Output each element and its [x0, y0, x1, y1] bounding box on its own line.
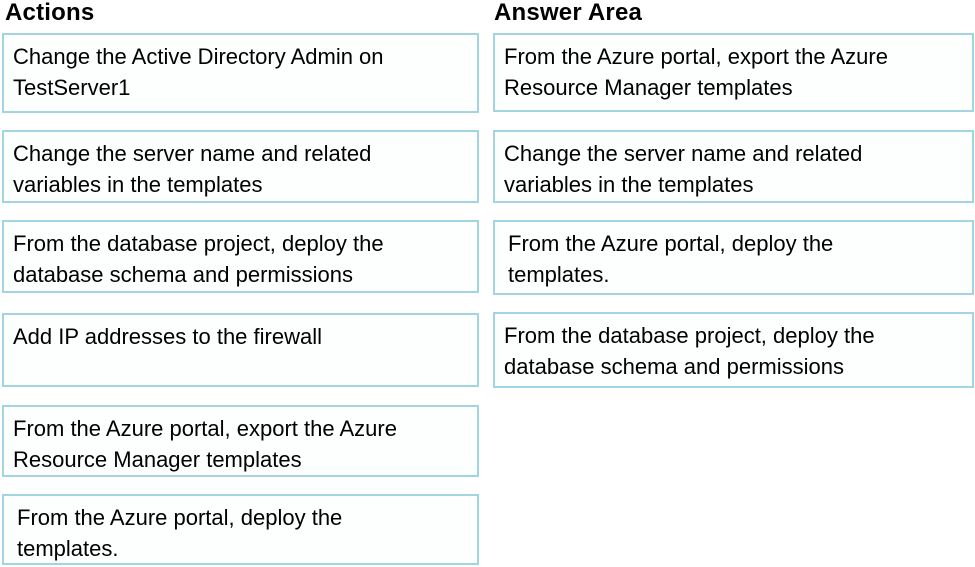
action-item-export-arm-templates[interactable]: From the Azure portal, export the Azure …	[2, 405, 479, 477]
action-item-deploy-database-schema[interactable]: From the database project, deploy the da…	[2, 220, 479, 293]
answer-item-step1-export-arm-templates[interactable]: From the Azure portal, export the Azure …	[493, 33, 974, 112]
action-item-deploy-templates[interactable]: From the Azure portal, deploy the templa…	[2, 494, 479, 565]
answer-area-title: Answer Area	[494, 0, 643, 26]
actions-title: Actions	[5, 0, 95, 26]
action-item-change-ad-admin[interactable]: Change the Active Directory Admin on Tes…	[2, 33, 479, 113]
answer-item-step4-deploy-database-schema[interactable]: From the database project, deploy the da…	[493, 312, 974, 388]
action-item-add-ip-firewall[interactable]: Add IP addresses to the firewall	[2, 313, 479, 387]
answer-item-step2-change-server-name[interactable]: Change the server name and related varia…	[493, 130, 974, 203]
action-item-change-server-name[interactable]: Change the server name and related varia…	[2, 130, 479, 203]
answer-item-step3-deploy-templates[interactable]: From the Azure portal, deploy the templa…	[493, 220, 974, 295]
